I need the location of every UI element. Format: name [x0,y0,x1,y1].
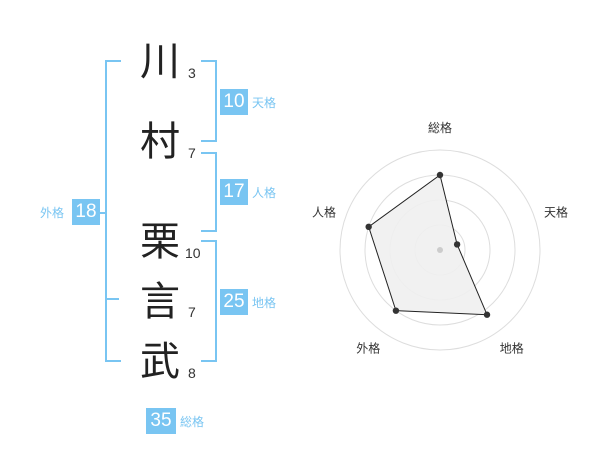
outer-bracket-connector [99,212,107,214]
radar-grid-ring [339,149,541,351]
radar-grid-ring [389,199,491,301]
outer-bracket-midtick [105,298,119,300]
radar-axis-label-5: 人格 [312,204,336,219]
radar-axis-label-2: 天格 [544,204,568,219]
tenkaku-label: 天格 [252,96,277,110]
gaikaku-badge: 18 [72,199,100,225]
radar-grid-ring [414,224,466,276]
soukaku-badge: 35 [146,408,176,434]
radar-center [437,247,443,253]
jinkaku-label: 人格 [252,186,277,200]
radar-area [368,174,488,316]
stroke-count-1: 3 [188,65,196,81]
stroke-count-3: 10 [185,245,201,261]
radar-point-2 [453,241,461,248]
gaikaku-label: 外格 [40,206,65,220]
radar-axis-label-3: 地格 [500,341,524,356]
stroke-count-5: 8 [188,365,196,381]
name-char-5: 武 [140,339,180,385]
radar-point-3 [483,311,491,318]
soukaku-label: 総格 [180,415,205,429]
stroke-count-4: 7 [188,304,196,320]
name-char-3: 栗 [140,219,180,265]
chikaku-bracket [201,240,217,362]
radar-point-4 [392,307,400,314]
name-char-1: 川 [140,39,180,85]
tenkaku-badge: 10 [220,89,248,115]
radar-point-5 [365,223,372,231]
radar-axis-label-4: 外格 [356,341,380,356]
name-char-2: 村 [140,119,180,165]
tenkaku-bracket [201,60,217,142]
radar-point-1 [436,171,444,179]
radar-grid-ring [364,174,516,326]
stroke-count-2: 7 [188,145,196,161]
chikaku-label: 地格 [252,296,277,310]
jinkaku-bracket [201,152,217,232]
outer-bracket [105,60,121,362]
chikaku-badge: 25 [220,289,248,315]
jinkaku-badge: 17 [220,179,248,205]
name-char-4: 言 [140,279,180,325]
radar-axis-label-1: 総格 [428,120,452,135]
